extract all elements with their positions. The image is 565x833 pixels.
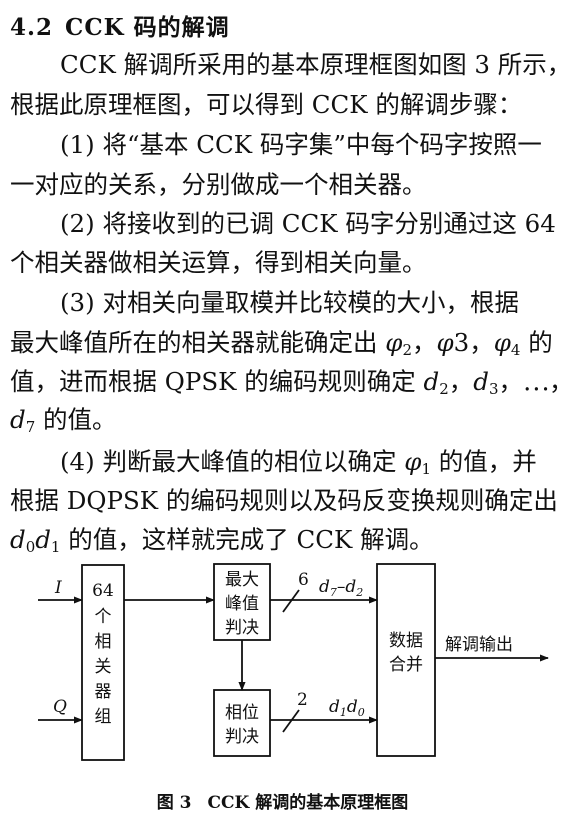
figure-caption-text: CCK 解调的基本原理框图 [207, 793, 409, 813]
peak-block-label: 判决 [225, 618, 259, 638]
d7-d2-label: d7–d2 [319, 577, 363, 599]
text-line: 个相关器做相关运算，得到相关向量。 [10, 248, 427, 277]
text-line: CCK 解调所采用的基本原理框图如图 3 所示， [60, 50, 565, 79]
correlator-label: 组 [95, 707, 112, 727]
text-line: d7 的值。 [10, 405, 117, 436]
correlator-bank-block [81, 564, 125, 761]
bits-top-label: 6 [298, 570, 309, 590]
output-label: 解调输出 [445, 635, 513, 655]
section-number: 4.2 [10, 14, 54, 41]
merge-block-label: 数据 [389, 631, 423, 651]
correlator-label: 器 [95, 682, 112, 702]
bits-bottom-label: 2 [297, 690, 308, 710]
text-line: 根据 DQPSK 的编码规则以及码反变换规则确定出 [10, 486, 558, 515]
section-title: CCK 码的解调 [65, 14, 230, 41]
correlator-label: 关 [95, 657, 112, 677]
text-line: 最大峰值所在的相关器就能确定出 φ2，φ3，φ4 的 [10, 328, 553, 359]
phase-block-label: 相位 [225, 703, 259, 723]
bus-slash-bottom [282, 709, 300, 733]
peak-block-label: 峰值 [225, 594, 259, 614]
correlator-label: 相 [95, 632, 112, 652]
section-heading: 4.2 CCK 码的解调 [10, 8, 230, 42]
d1-d0-label: d1d0 [329, 697, 365, 719]
text-line: 根据此原理框图，可以得到 CCK 的解调步骤： [10, 90, 523, 119]
text-line: 一对应的关系，分别做成一个相关器。 [10, 170, 427, 199]
text-line: (3) 对相关向量取模并比较模的大小，根据 [60, 288, 519, 317]
figure-caption: 图 3 CCK 解调的基本原理框图 [0, 788, 565, 813]
phase-block-label: 判决 [225, 727, 259, 747]
figure-number: 图 3 [156, 793, 192, 813]
input-q-label: Q [53, 697, 67, 717]
peak-block-label: 最大 [225, 570, 259, 590]
correlator-label: 64 [92, 581, 114, 601]
text-line: d0d1 的值，这样就完成了 CCK 解调。 [10, 525, 434, 556]
bus-slash-top [282, 589, 300, 613]
merge-block-label: 合并 [389, 655, 423, 675]
data-merge-block [376, 563, 436, 757]
text-line: 值，进而根据 QPSK 的编码规则确定 d2，d3，⋯， [10, 367, 565, 398]
cck-demodulation-block-diagram: I Q 64 个 相 关 器 组 最大 峰值 判决 相位 判决 数据 合并 6 … [38, 563, 549, 761]
text-line: (2) 将接收到的已调 CCK 码字分别通过这 64 [60, 209, 556, 238]
text-line: (4) 判断最大峰值的相位以确定 φ1 的值，并 [60, 447, 537, 478]
input-i-label: I [54, 578, 62, 598]
text-line: (1) 将“基本 CCK 码字集”中每个码字按照一 [60, 130, 542, 159]
correlator-label: 个 [95, 607, 112, 627]
